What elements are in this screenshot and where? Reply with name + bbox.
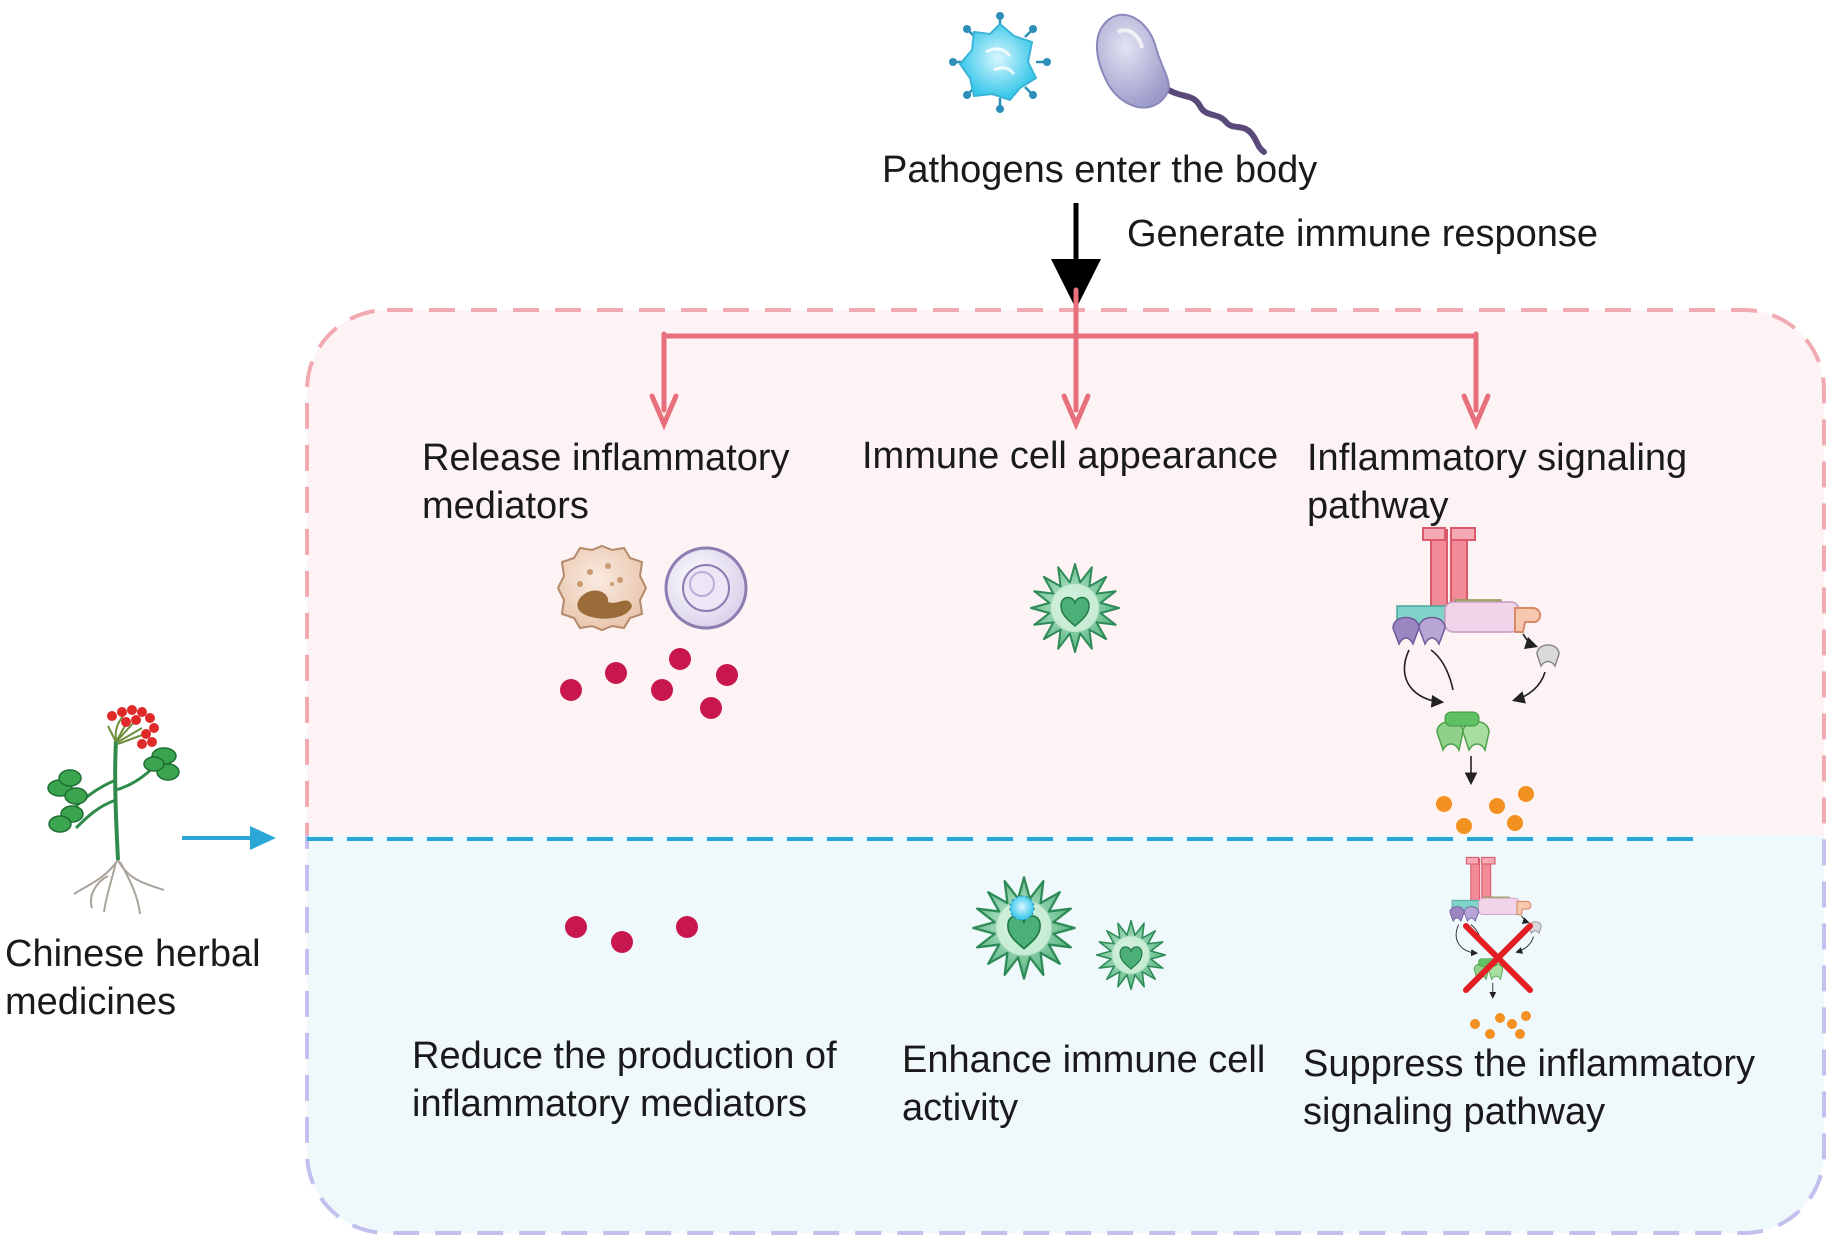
dendritic-cell-icon [972,876,1076,980]
granulocyte-cell-icon [556,544,648,632]
mediator-dots-lower [565,916,698,953]
red-x-icon [1463,923,1533,993]
dendritic-cell-icon [1030,563,1120,653]
cytokine-dots-lower [1470,1011,1531,1039]
herbal-arrow-head [250,826,276,850]
cytokine-dots-upper [1436,786,1534,834]
receptor-complex-icon [1392,527,1560,786]
herbal-label: Chinese herbal medicines [5,933,261,1023]
dendritic-cell-icon [1095,919,1167,991]
round-cell-icon [664,546,748,630]
immune-response-label: Generate immune response [1127,213,1599,255]
lower-mediators-label: Reduce the production of inflammatory me… [412,1035,837,1125]
upper-mediators-label: Release inflammatory mediators [422,437,790,527]
receptor-complex-icon [1449,856,1542,999]
lower-signaling-label: Suppress the inflammatory signaling path… [1303,1043,1755,1133]
upper-immune-cell-label: Immune cell appearance [862,435,1279,477]
virus-icon [949,12,1051,113]
herbal-plant-icon [47,705,180,915]
pathogens-label: Pathogens enter the body [882,149,1318,191]
lower-immune-cell-label: Enhance immune cell activity [902,1039,1266,1129]
engulfed-pathogen-icon [1009,895,1035,921]
branch-arrows [649,287,1491,431]
mediator-dots-upper [560,648,738,719]
bacterium-icon [1095,13,1267,155]
upper-signaling-label: Inflammatory signaling pathway [1307,437,1688,527]
upper-panel [305,308,1826,835]
